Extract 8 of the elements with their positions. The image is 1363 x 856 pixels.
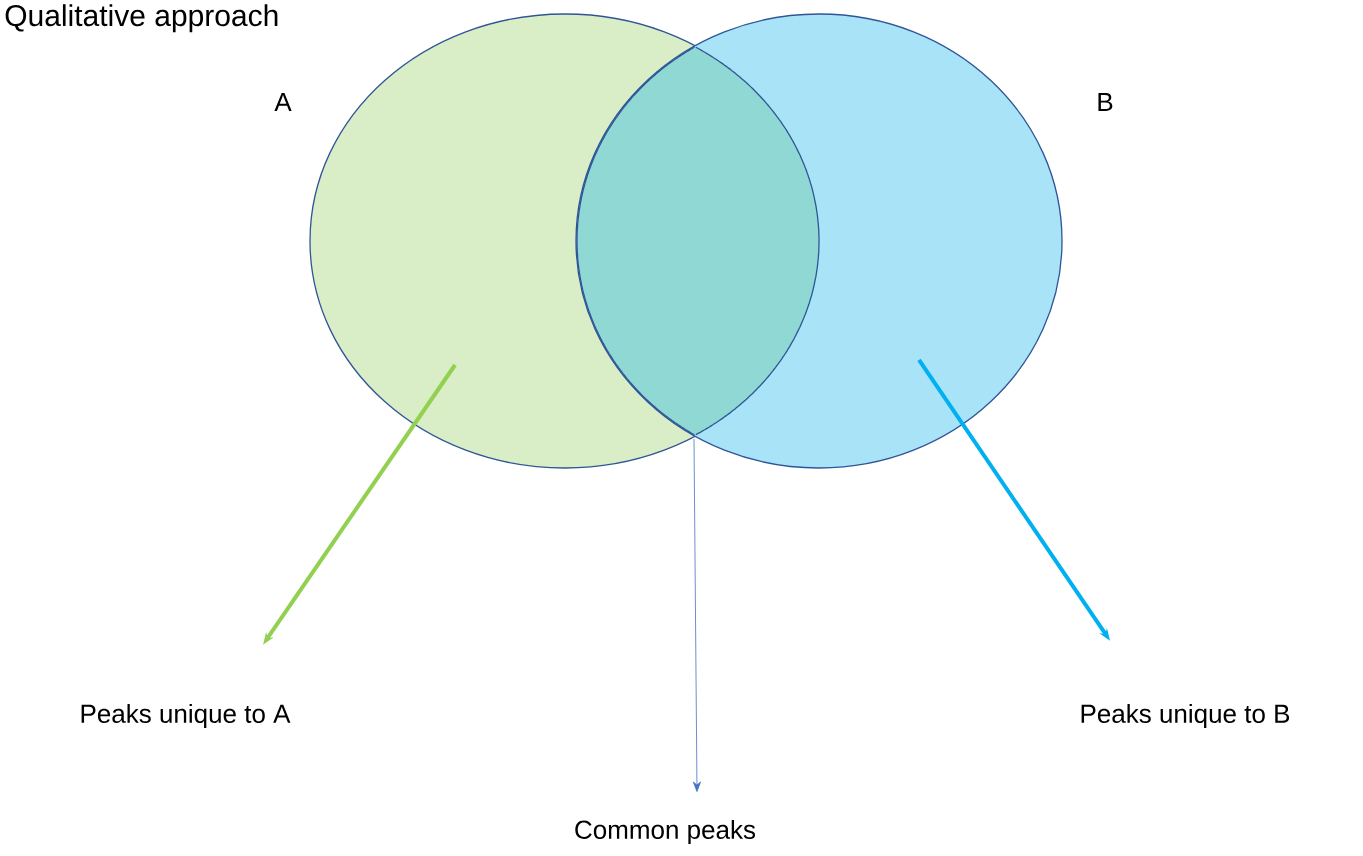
label-text: Peaks unique to B (1081, 703, 1290, 729)
arrow (692, 438, 701, 792)
label-text: Common peaks (575, 819, 756, 845)
node-label: B (1098, 93, 1113, 111)
label-text: Peaks unique to A (81, 703, 291, 729)
overlap-region (576, 46, 820, 436)
node-label: A (274, 93, 292, 111)
title: Qualitative approach (5, 4, 278, 33)
